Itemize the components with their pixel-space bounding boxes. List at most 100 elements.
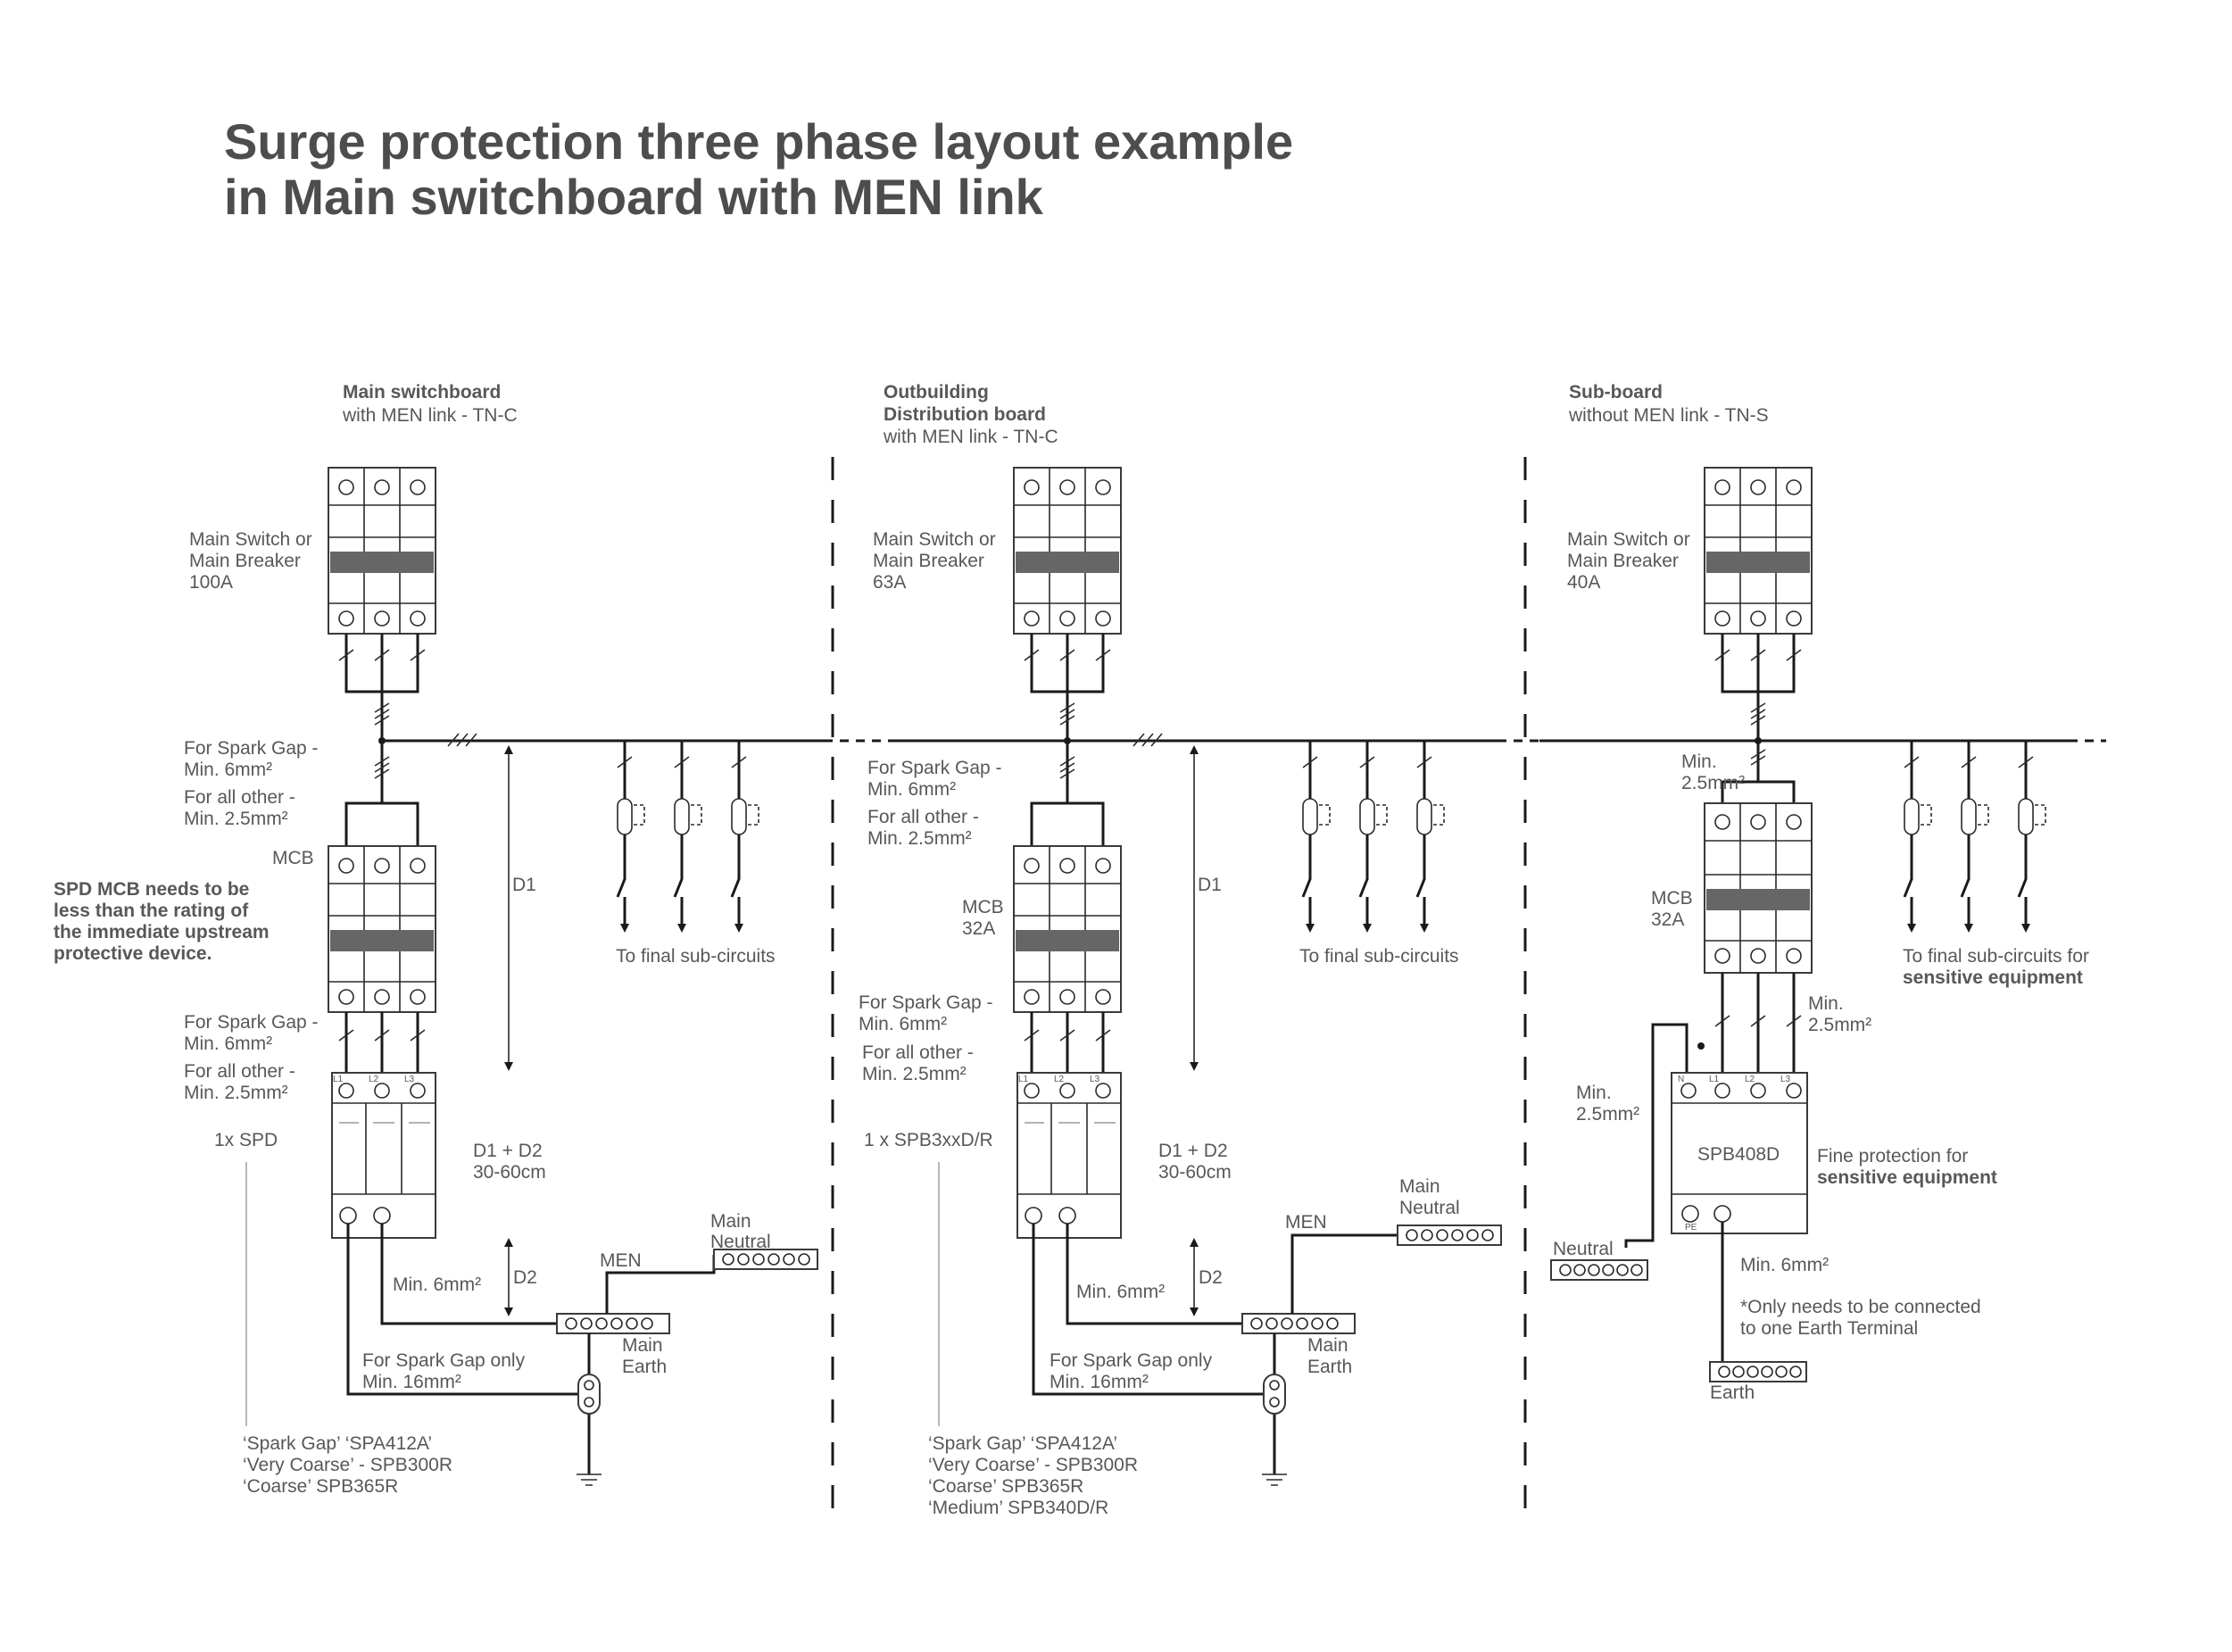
out-mcb-label-2: 32A [962,918,995,939]
main-spd: L1 L2 L3 [331,1072,436,1239]
main-subheading: with MEN link - TN-C [342,405,518,426]
out-product-4: ‘Medium’ SPB340D/R [928,1498,1108,1518]
out-earth-label-2: Earth [1307,1357,1352,1377]
sub-spd-term-l2: L2 [1745,1075,1755,1084]
main-men-label: MEN [600,1250,642,1271]
sub-neutral-bar [1550,1259,1648,1281]
main-d2-label: D2 [513,1267,537,1288]
sub-spd-model: SPB408D [1697,1144,1780,1165]
main-d1-label: D1 [512,875,536,895]
spd-note-1: SPD MCB needs to be [54,879,249,900]
section-main-switchboard: Main switchboard with MEN link - TN-C Ma… [54,382,818,1497]
out-d1d2-2: 30-60cm [1158,1162,1232,1183]
out-neutral-label-2: Neutral [1399,1198,1460,1218]
main-product-1: ‘Spark Gap’ ‘SPA412A’ [243,1433,432,1454]
main-spd-term-l2: L2 [369,1075,379,1084]
sub-fine-2: sensitive equipment [1817,1167,1997,1188]
main-cable-note2-4: Min. 2.5mm² [184,1083,288,1103]
sub-min6: Min. 6mm² [1740,1255,1829,1275]
sub-main-switch-breaker [1704,467,1813,635]
out-men-label: MEN [1285,1212,1327,1233]
sub-spd-term-pe: PE [1685,1223,1697,1233]
out-d1d2-1: D1 + D2 [1158,1141,1228,1161]
out-main-switch-3: 63A [873,572,906,593]
out-spd: L1 L2 L3 [1016,1072,1122,1239]
main-neutral-bar [713,1249,818,1270]
sub-final-subcircuits [1903,741,2046,928]
main-cable-note2-2: Min. 6mm² [184,1034,272,1054]
out-main-switch-1: Main Switch or [873,529,996,550]
out-cable-note-4: Min. 2.5mm² [867,828,972,849]
out-final-subcircuits [1301,741,1445,928]
main-switch-label-2: Main Breaker [189,551,301,571]
out-earth-label-1: Main [1307,1335,1348,1356]
spd-note-4: protective device. [54,943,212,964]
out-product-1: ‘Spark Gap’ ‘SPA412A’ [928,1433,1117,1454]
title-line-2: in Main switchboard with MEN link [224,169,1043,225]
out-cable-note-3: For all other - [867,807,979,827]
sub-spd: N L1 L2 L3 PE SPB408D [1671,1072,1808,1234]
sub-heading: Sub-board [1569,382,1663,403]
sub-spd-term-l3: L3 [1780,1075,1791,1084]
sub-spd-term-n: N [1678,1075,1684,1084]
out-cable-note2-4: Min. 2.5mm² [862,1064,967,1084]
out-main-switch-breaker [1013,467,1122,635]
sub-fine-1: Fine protection for [1817,1146,1968,1166]
out-cable-note-1: For Spark Gap - [867,758,1002,778]
out-cable-note2-2: Min. 6mm² [859,1014,947,1034]
main-switch-label-3: 100A [189,572,233,593]
out-product-2: ‘Very Coarse’ - SPB300R [928,1455,1138,1475]
main-product-2: ‘Very Coarse’ - SPB300R [243,1455,452,1475]
main-switch-label-1: Main Switch or [189,529,312,550]
sub-main-switch-2: Main Breaker [1567,551,1679,571]
main-heading: Main switchboard [343,382,501,403]
out-spd-term-l2: L2 [1054,1075,1065,1084]
out-heading-1: Outbuilding [884,382,989,403]
spd-note-3: the immediate upstream [54,922,270,942]
main-spd-term-l1: L1 [333,1075,344,1084]
main-neutral-label-1: Main [710,1211,751,1232]
sub-min25-left-2: 2.5mm² [1576,1104,1639,1125]
main-earth-label-2: Earth [622,1357,667,1377]
main-spark-gap-only-2: Min. 16mm² [362,1372,461,1392]
out-spark-gap-only-1: For Spark Gap only [1050,1350,1213,1371]
main-spd-count: 1x SPD [214,1130,278,1150]
out-mcb [1013,845,1122,1013]
sub-main-switch-1: Main Switch or [1567,529,1690,550]
main-spark-gap-only-1: For Spark Gap only [362,1350,526,1371]
out-subheading: with MEN link - TN-C [883,427,1058,447]
out-to-final: To final sub-circuits [1299,946,1459,967]
sub-to-final-2: sensitive equipment [1903,967,2083,988]
out-cable-note2-3: For all other - [862,1042,974,1063]
out-earth-bar [1241,1313,1356,1334]
sub-spd-term-l1: L1 [1709,1075,1720,1084]
main-earth-bar [556,1313,670,1334]
main-min6: Min. 6mm² [393,1274,481,1295]
out-main-switch-2: Main Breaker [873,551,984,571]
main-d1d2-1: D1 + D2 [473,1141,543,1161]
out-cable-note2-1: For Spark Gap - [859,992,993,1013]
sub-min25-right-2: 2.5mm² [1808,1015,1871,1035]
sub-mcb [1704,802,1813,974]
sub-earth-note-1: *Only needs to be connected [1740,1297,1981,1317]
main-product-3: ‘Coarse’ SPB365R [243,1476,398,1497]
sub-mcb-label-1: MCB [1651,888,1693,909]
main-cable-note-1: For Spark Gap - [184,738,319,759]
sub-min25-left-1: Min. [1576,1083,1612,1103]
main-mcb [328,845,436,1013]
main-cable-note2-1: For Spark Gap - [184,1012,319,1033]
out-d1-label: D1 [1198,875,1222,895]
sub-earth-label: Earth [1710,1382,1755,1403]
main-cable-note-4: Min. 2.5mm² [184,809,288,829]
main-earth-symbol [577,1474,602,1486]
out-cable-note-2: Min. 6mm² [867,779,956,800]
sub-earth-bar [1709,1361,1807,1382]
out-spd-term-l3: L3 [1090,1075,1100,1084]
out-neutral-label-1: Main [1399,1176,1440,1197]
busbar [382,733,2106,747]
main-switch-breaker [328,467,436,635]
out-spark-gap-only-2: Min. 16mm² [1050,1372,1149,1392]
section-outbuilding: Outbuilding Distribution board with MEN … [859,382,1502,1518]
sub-subheading: without MEN link - TN-S [1568,405,1769,426]
